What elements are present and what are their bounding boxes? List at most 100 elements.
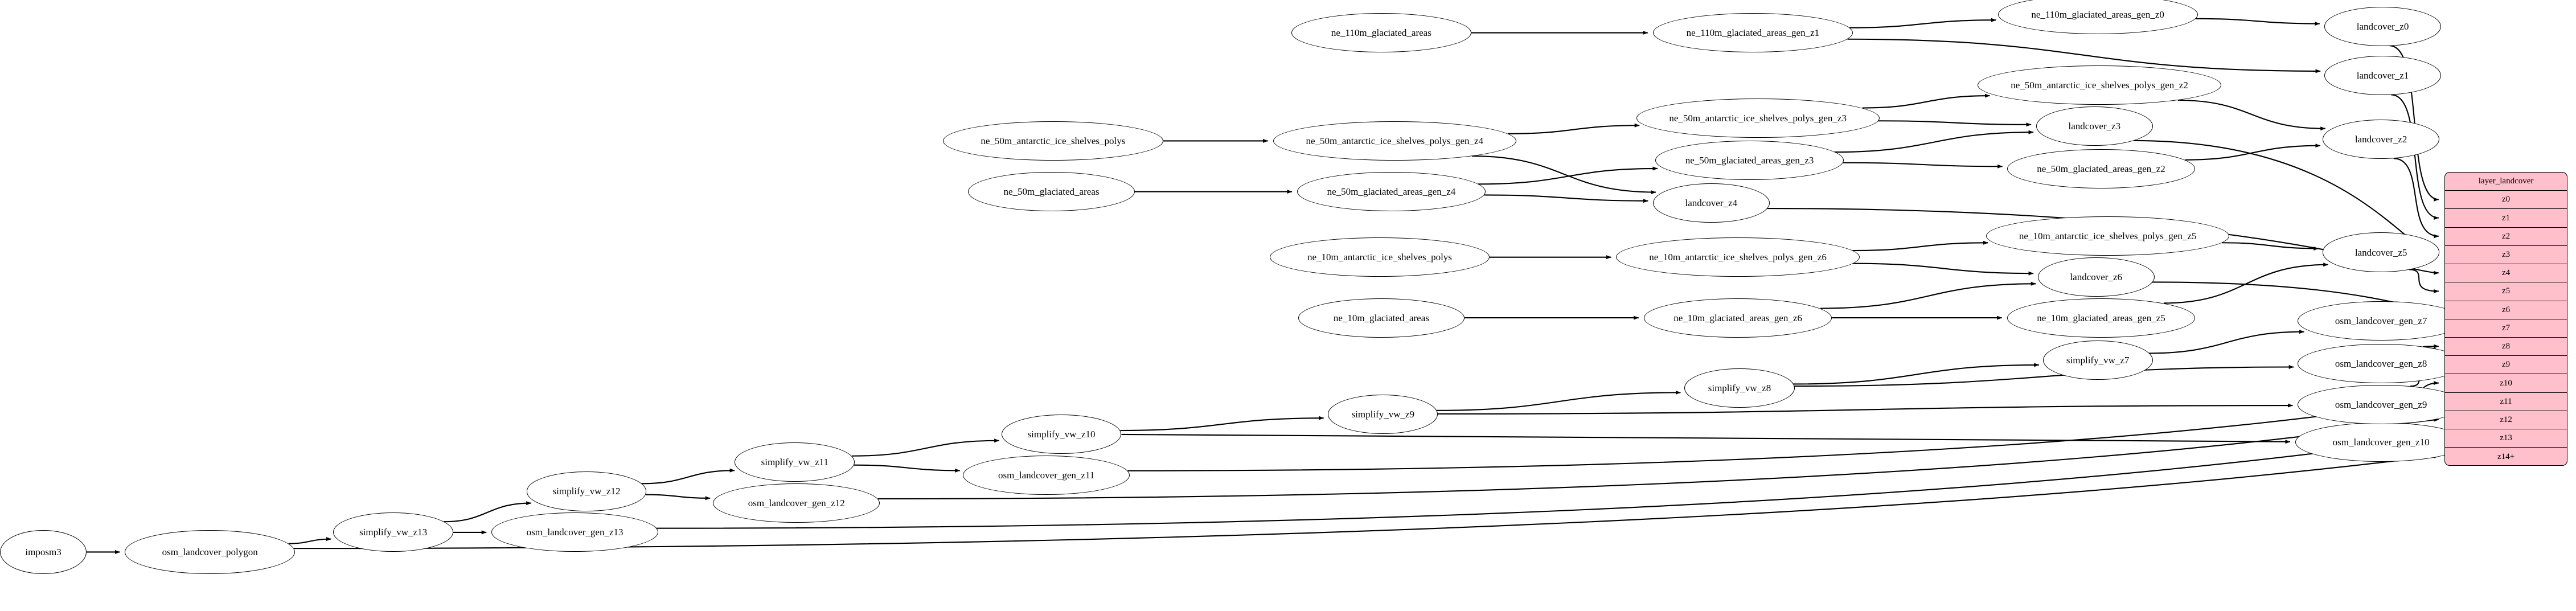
layer-landcover-row-z13[interactable]: z13	[2444, 429, 2567, 448]
graph-node-ne_10m_glaciated_areas_gen_z6[interactable]: ne_10m_glaciated_areas_gen_z6	[1643, 298, 1832, 338]
graph-node-label: osm_landcover_gen_z8	[2335, 358, 2427, 370]
graph-node-label: ne_10m_glaciated_areas_gen_z5	[2037, 312, 2165, 323]
graph-node-label: osm_landcover_gen_z12	[748, 497, 845, 509]
graph-edge-ne_110m_glaciated_areas_gen_z1-to-ne_110m_glaciated_areas_gen_z0	[1849, 18, 1996, 28]
graph-node-landcover_z4[interactable]: landcover_z4	[1652, 183, 1770, 223]
layer-landcover-row-z9[interactable]: z9	[2444, 356, 2567, 375]
graph-node-osm_landcover_gen_z13[interactable]: osm_landcover_gen_z13	[491, 512, 658, 552]
layer-landcover-row-z8[interactable]: z8	[2444, 338, 2567, 356]
graph-node-ne_50m_antarctic_ice_shelves_polys_gen_z3[interactable]: ne_50m_antarctic_ice_shelves_polys_gen_z…	[1636, 98, 1880, 138]
layer-landcover-row-z3[interactable]: z3	[2444, 246, 2567, 265]
graph-edge-ne_50m_glaciated_areas_gen_z4-to-landcover_z4	[1484, 194, 1648, 203]
graph-node-ne_50m_glaciated_areas_gen_z4[interactable]: ne_50m_glaciated_areas_gen_z4	[1297, 172, 1486, 212]
graph-node-ne_10m_antarctic_ice_shelves_polys_gen_z5[interactable]: ne_10m_antarctic_ice_shelves_polys_gen_z…	[1986, 216, 2230, 256]
graph-node-label: osm_landcover_gen_z13	[526, 527, 624, 538]
graph-edge-simplify_vw_z9-to-osm_landcover_gen_z9	[1438, 403, 2293, 415]
graph-node-osm_landcover_gen_z12[interactable]: osm_landcover_gen_z12	[713, 483, 880, 523]
graph-edge-simplify_vw_z12-to-osm_landcover_gen_z12	[645, 494, 711, 501]
graph-edge-ne_50m_antarctic_ice_shelves_polys_gen_z4-to-ne_50m_antarctic_ice_shelves_polys_gen_z3	[1508, 123, 1640, 134]
graph-node-ne_110m_glaciated_areas_gen_z1[interactable]: ne_110m_glaciated_areas_gen_z1	[1652, 13, 1853, 53]
graph-node-label: osm_landcover_gen_z7	[2335, 315, 2427, 327]
graph-node-simplify_vw_z11[interactable]: simplify_vw_z11	[735, 442, 855, 482]
graph-edge-osm_landcover_gen_z13-to-layer_landcover-z13	[656, 436, 2439, 529]
layer-landcover-row-z14plus[interactable]: z14+	[2497, 452, 2515, 461]
graph-node-simplify_vw_z9[interactable]: simplify_vw_z9	[1328, 395, 1438, 434]
layer-landcover-row-z4[interactable]: z4	[2444, 264, 2567, 283]
graph-edge-simplify_vw_z7-to-osm_landcover_gen_z7	[2149, 330, 2304, 354]
graph-node-label: ne_110m_glaciated_areas	[1331, 27, 1431, 39]
graph-node-ne_50m_glaciated_areas_gen_z3[interactable]: ne_50m_glaciated_areas_gen_z3	[1655, 141, 1844, 181]
graph-node-label: ne_50m_antarctic_ice_shelves_polys	[981, 135, 1126, 146]
graph-node-imposm3[interactable]: imposm3	[0, 530, 87, 575]
layer-landcover-row-z12[interactable]: z12	[2444, 411, 2567, 430]
layer-landcover-row-z1[interactable]: z1	[2444, 209, 2567, 228]
layer-landcover-row-z2[interactable]: z2	[2444, 228, 2567, 246]
graph-node-landcover_z1[interactable]: landcover_z1	[2324, 55, 2441, 95]
graph-edge-landcover_z5-to-layer_landcover-z5	[2409, 269, 2439, 293]
graph-node-label: ne_10m_antarctic_ice_shelves_polys_gen_z…	[1649, 252, 1827, 263]
layer-landcover-row-z11[interactable]: z11	[2444, 393, 2567, 411]
layer-landcover-row-z7[interactable]: z7	[2444, 319, 2567, 338]
graph-edge-osm_landcover_polygon-to-layer_landcover-z14+	[293, 454, 2439, 550]
graph-node-ne_10m_antarctic_ice_shelves_polys_gen_z6[interactable]: ne_10m_antarctic_ice_shelves_polys_gen_z…	[1616, 237, 1860, 277]
graph-node-landcover_z2[interactable]: landcover_z2	[2323, 119, 2440, 159]
graph-node-osm_landcover_polygon[interactable]: osm_landcover_polygon	[125, 530, 295, 575]
graph-node-label: imposm3	[25, 546, 61, 557]
graph-node-ne_10m_glaciated_areas[interactable]: ne_10m_glaciated_areas	[1298, 298, 1465, 338]
graph-node-osm_landcover_gen_z8[interactable]: osm_landcover_gen_z8	[2298, 344, 2464, 384]
graph-node-label: landcover_z5	[2355, 247, 2407, 258]
graph-node-ne_50m_antarctic_ice_shelves_polys_gen_z4[interactable]: ne_50m_antarctic_ice_shelves_polys_gen_z…	[1273, 121, 1516, 161]
layer-landcover-row-z5[interactable]: z5	[2444, 282, 2567, 301]
graph-node-simplify_vw_z13[interactable]: simplify_vw_z13	[333, 512, 453, 552]
graph-edge-simplify_vw_z8-to-osm_landcover_gen_z8	[1794, 364, 2294, 387]
graph-node-label: ne_50m_antarctic_ice_shelves_polys_gen_z…	[2011, 80, 2188, 91]
graph-node-label: simplify_vw_z7	[2066, 355, 2130, 366]
graph-node-osm_landcover_gen_z10[interactable]: osm_landcover_gen_z10	[2295, 423, 2467, 462]
graph-edge-landcover_z4-to-layer_landcover-z4	[1767, 208, 2439, 275]
layer-landcover-row-z0[interactable]: z0	[2444, 191, 2567, 210]
graph-node-osm_landcover_gen_z9[interactable]: osm_landcover_gen_z9	[2298, 385, 2464, 425]
graph-edge-ne_50m_glaciated_areas_gen_z2-to-landcover_z2	[2185, 143, 2321, 161]
graph-edge-ne_50m_antarctic_ice_shelves_polys_gen_z4-to-landcover_z4	[1471, 155, 1656, 195]
graph-node-label: landcover_z0	[2356, 20, 2409, 32]
graph-node-simplify_vw_z12[interactable]: simplify_vw_z12	[526, 471, 647, 511]
graph-node-label: ne_10m_antarctic_ice_shelves_polys	[1307, 252, 1452, 263]
graph-edge-ne_10m_antarctic_ice_shelves_polys_gen_z6-to-ne_10m_antarctic_ice_shelves_polys_gen_z5	[1852, 240, 1988, 252]
graph-node-landcover_z3[interactable]: landcover_z3	[2036, 106, 2153, 146]
graph-node-label: simplify_vw_z11	[761, 456, 828, 468]
graph-edge-ne_50m_antarctic_ice_shelves_polys_gen_z2-to-landcover_z2	[2177, 99, 2326, 131]
graph-edge-simplify_vw_z8-to-simplify_vw_z7	[1793, 363, 2040, 385]
graph-node-landcover_z5[interactable]: landcover_z5	[2323, 232, 2440, 272]
graph-node-ne_10m_antarctic_ice_shelves_polys[interactable]: ne_10m_antarctic_ice_shelves_polys	[1269, 237, 1490, 277]
graph-node-ne_110m_glaciated_areas[interactable]: ne_110m_glaciated_areas	[1291, 13, 1471, 53]
layer-landcover-row-z10[interactable]: z10	[2444, 374, 2567, 393]
graph-node-ne_50m_antarctic_ice_shelves_polys[interactable]: ne_50m_antarctic_ice_shelves_polys	[943, 121, 1163, 161]
graph-edge-ne_110m_glaciated_areas_gen_z0-to-landcover_z0	[2196, 18, 2320, 26]
graph-edge-ne_50m_antarctic_ice_shelves_polys_gen_z3-to-landcover_z3	[1878, 120, 2032, 127]
graph-node-osm_landcover_gen_z7[interactable]: osm_landcover_gen_z7	[2298, 301, 2464, 341]
graph-edge-ne_50m_glaciated_areas_gen_z3-to-ne_50m_glaciated_areas_gen_z2	[1843, 162, 2003, 169]
graph-node-label: simplify_vw_z12	[552, 486, 621, 497]
graph-node-ne_50m_glaciated_areas[interactable]: ne_50m_glaciated_areas	[968, 172, 1135, 212]
graph-node-simplify_vw_z8[interactable]: simplify_vw_z8	[1684, 368, 1795, 408]
graph-node-ne_50m_antarctic_ice_shelves_polys_gen_z2[interactable]: ne_50m_antarctic_ice_shelves_polys_gen_z…	[1978, 65, 2221, 105]
graph-node-landcover_z0[interactable]: landcover_z0	[2324, 6, 2441, 46]
graph-node-label: ne_10m_antarctic_ice_shelves_polys_gen_z…	[2019, 230, 2197, 241]
graph-node-label: simplify_vw_z13	[359, 527, 428, 538]
graph-node-simplify_vw_z10[interactable]: simplify_vw_z10	[1001, 414, 1122, 454]
graph-node-osm_landcover_gen_z11[interactable]: osm_landcover_gen_z11	[963, 455, 1130, 495]
graph-node-landcover_z6[interactable]: landcover_z6	[2037, 257, 2155, 297]
graph-edge-ne_10m_antarctic_ice_shelves_polys_gen_z6-to-landcover_z6	[1853, 263, 2034, 276]
graph-node-label: ne_10m_glaciated_areas	[1333, 312, 1429, 323]
graph-node-label: ne_50m_glaciated_areas_gen_z2	[2037, 163, 2165, 174]
graph-node-label: osm_landcover_polygon	[162, 546, 258, 557]
layer-landcover-row-z6[interactable]: z6	[2444, 301, 2567, 319]
graph-node-ne_10m_glaciated_areas_gen_z5[interactable]: ne_10m_glaciated_areas_gen_z5	[2007, 298, 2196, 338]
graph-node-simplify_vw_z7[interactable]: simplify_vw_z7	[2042, 341, 2153, 380]
graph-node-ne_50m_glaciated_areas_gen_z2[interactable]: ne_50m_glaciated_areas_gen_z2	[2007, 149, 2196, 188]
graph-edge-simplify_vw_z12-to-simplify_vw_z11	[641, 468, 735, 485]
graph-edge-ne_10m_antarctic_ice_shelves_polys_gen_z5-to-landcover_z5	[2221, 242, 2319, 251]
graph-edge-simplify_vw_z11-to-simplify_vw_z10	[852, 438, 1000, 457]
